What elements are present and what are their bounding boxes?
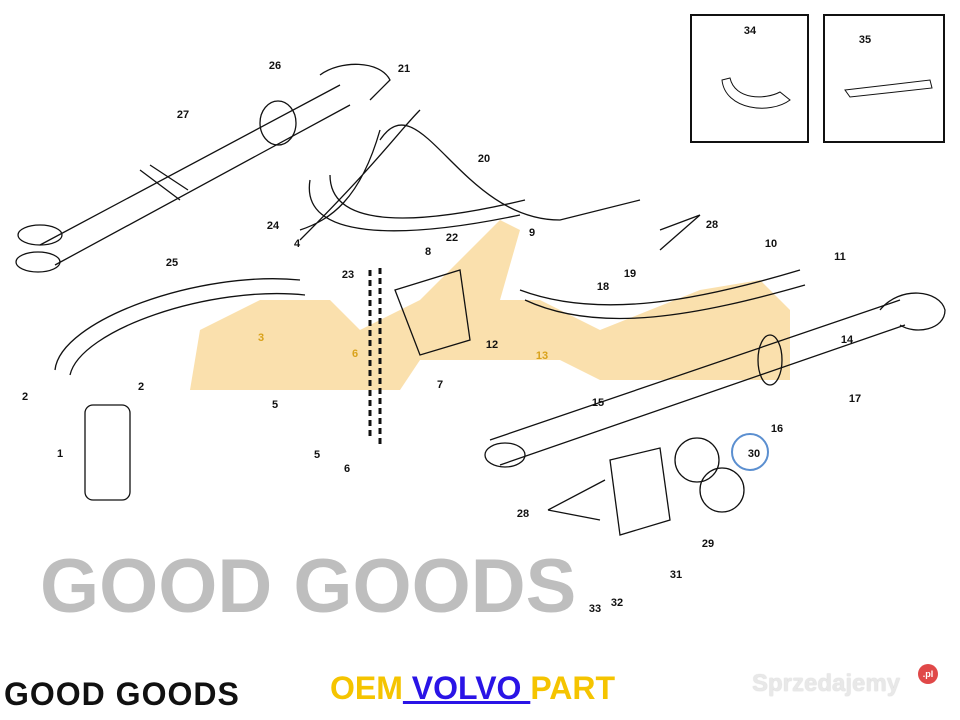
callout-27: 27 xyxy=(177,109,189,121)
callout-3: 3 xyxy=(258,332,264,344)
callout-16: 16 xyxy=(771,423,783,435)
callout-7: 7 xyxy=(437,379,443,391)
callout-28: 28 xyxy=(517,508,529,520)
callout-25: 25 xyxy=(166,257,178,269)
callout-20: 20 xyxy=(478,153,490,165)
inset-box-34 xyxy=(690,14,809,143)
callout-26: 26 xyxy=(269,60,281,72)
callout-9: 9 xyxy=(529,227,535,239)
site-watermark: Sprzedajemy xyxy=(752,670,901,697)
callout-31: 31 xyxy=(670,569,682,581)
inset-box-35 xyxy=(823,14,945,143)
callout-19: 19 xyxy=(624,268,636,280)
callout-23: 23 xyxy=(342,269,354,281)
footer-title: OEM VOLVO PART xyxy=(330,670,615,707)
callout-32: 32 xyxy=(611,597,623,609)
linework xyxy=(15,63,946,536)
callout-12: 12 xyxy=(486,339,498,351)
callout-6: 6 xyxy=(352,348,358,360)
callout-10: 10 xyxy=(765,238,777,250)
callout-33: 33 xyxy=(589,603,601,615)
watermark-loader xyxy=(190,220,790,390)
callout-15: 15 xyxy=(592,397,604,409)
cable-tie-icon xyxy=(844,79,933,98)
clamp-icon xyxy=(721,77,791,109)
callout-28: 28 xyxy=(706,219,718,231)
callout-22: 22 xyxy=(446,232,458,244)
callout-5: 5 xyxy=(272,399,278,411)
watermark-text: GOOD GOODS xyxy=(40,544,576,629)
callout-34: 34 xyxy=(744,25,757,37)
callout-29: 29 xyxy=(702,538,714,550)
highlight-ring-30 xyxy=(731,433,769,471)
callout-2: 2 xyxy=(138,381,144,393)
callout-17: 17 xyxy=(849,393,861,405)
callout-11: 11 xyxy=(834,251,846,263)
callout-18: 18 xyxy=(597,281,609,293)
callout-13: 13 xyxy=(536,350,548,362)
callout-6: 6 xyxy=(344,463,350,475)
callout-14: 14 xyxy=(841,334,854,346)
callout-8: 8 xyxy=(425,246,431,258)
callout-4: 4 xyxy=(294,238,301,250)
callout-5: 5 xyxy=(314,449,320,461)
logo-text: GOOD GOODS xyxy=(4,676,240,712)
callout-1: 1 xyxy=(57,448,63,460)
callout-24: 24 xyxy=(267,220,280,232)
part-label: PART xyxy=(530,670,616,706)
callout-35: 35 xyxy=(859,34,871,46)
callout-2: 2 xyxy=(22,391,28,403)
brand-link[interactable]: VOLVO xyxy=(402,670,531,706)
site-badge: .pl xyxy=(918,664,938,684)
callout-21: 21 xyxy=(398,63,410,75)
callout-30: 30 xyxy=(748,448,760,460)
oem-label: OEM xyxy=(330,670,403,706)
